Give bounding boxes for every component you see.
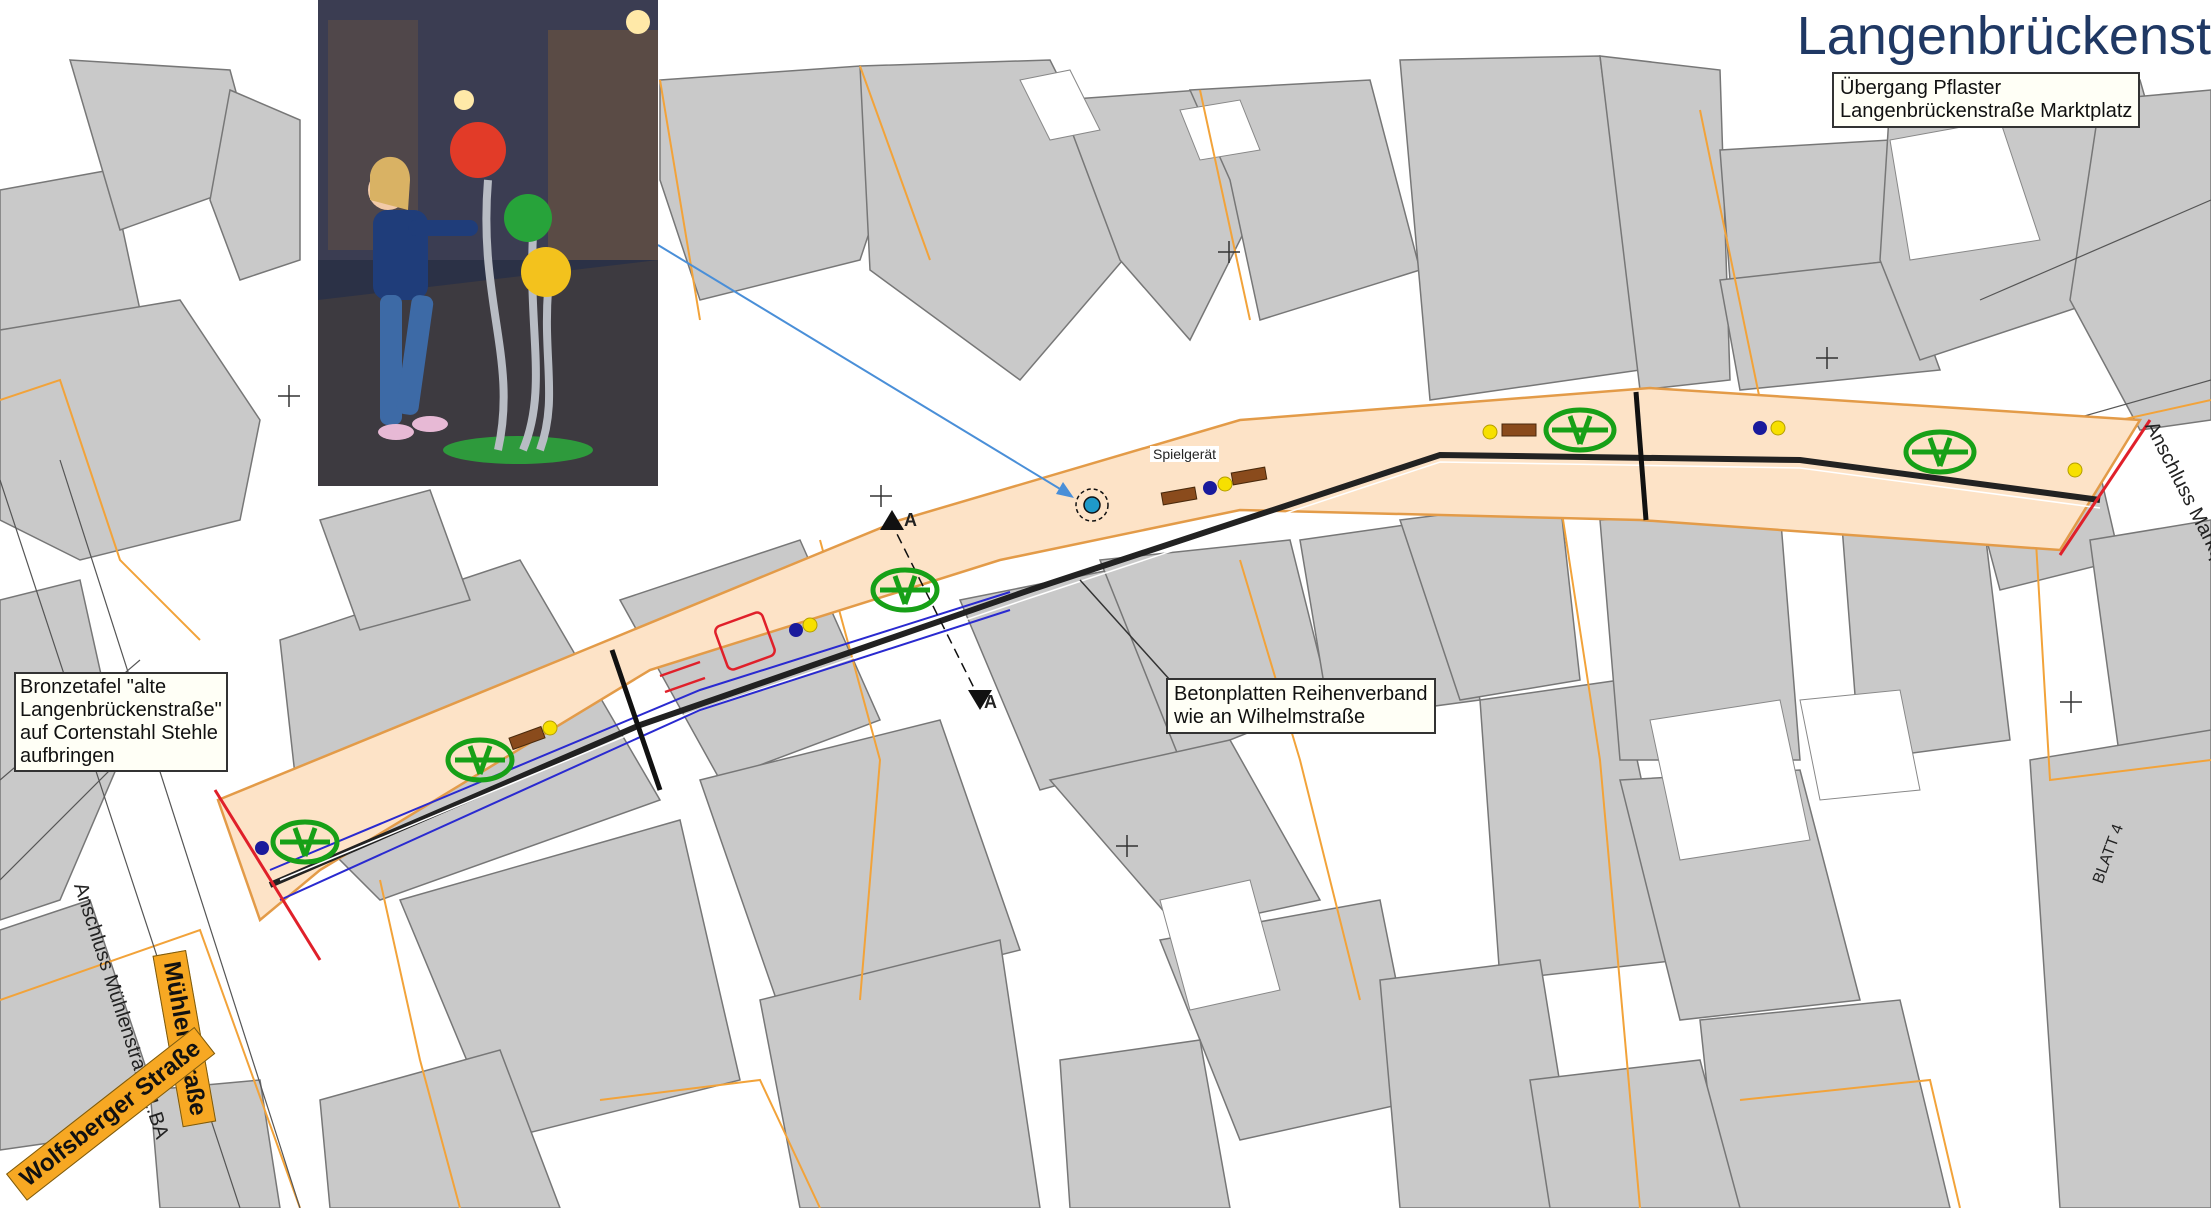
playground-photo xyxy=(318,0,658,486)
section-a-label-bottom: A xyxy=(984,692,997,712)
tree-icons xyxy=(270,407,1977,865)
north-cross-icon xyxy=(1218,241,1240,263)
page-title: Langenbrückenst xyxy=(1796,6,2211,66)
tree-icon xyxy=(870,567,940,613)
bench-icon xyxy=(1160,486,1198,506)
lamp-icons xyxy=(255,420,2083,855)
lamp-icon xyxy=(542,720,558,736)
paving-leader xyxy=(1079,579,1171,681)
note-line: wie an Wilhelmstraße xyxy=(1174,706,1366,728)
bench-icons xyxy=(508,423,1537,751)
north-cross-icon xyxy=(1116,835,1138,857)
north-cross-icon xyxy=(870,485,892,507)
note-concrete-slabs: Betonplatten Reihenverband wie an Wilhel… xyxy=(1166,678,1436,734)
north-cross-icon xyxy=(278,385,300,407)
note-line: Langenbrückenstraße Marktplatz xyxy=(1840,100,2133,122)
lamp-icon xyxy=(802,617,818,633)
courtyards xyxy=(1019,69,2041,1011)
section-a-label-top: A xyxy=(904,510,917,530)
note-line: Bronzetafel "alte xyxy=(20,676,167,698)
lamp-icon xyxy=(1217,476,1233,492)
north-cross-icon xyxy=(2060,691,2082,713)
playground-marker xyxy=(1075,488,1109,522)
bench-icon xyxy=(508,725,546,751)
tree-icon xyxy=(1543,407,1617,453)
callout-arrow xyxy=(657,244,1074,498)
bench-icon xyxy=(1501,423,1537,437)
note-line: aufbringen xyxy=(20,745,115,767)
north-cross-icon xyxy=(1816,347,1838,369)
tree-icon xyxy=(1903,429,1977,475)
note-bronze-plaque: Bronzetafel "alte Langenbrückenstraße" a… xyxy=(14,672,228,772)
lamp-icon xyxy=(1770,420,1786,436)
playground-label: Spielgerät xyxy=(1150,446,1220,462)
note-line: Langenbrückenstraße" xyxy=(20,699,222,721)
lamp-icon xyxy=(2067,462,2083,478)
note-line: Betonplatten Reihenverband xyxy=(1174,683,1428,705)
bench-icon xyxy=(1230,466,1268,486)
tree-icon xyxy=(445,737,515,783)
note-line: Übergang Pflaster xyxy=(1840,77,2002,99)
note-transition-paving: Übergang Pflaster Langenbrückenstraße Ma… xyxy=(1832,72,2141,128)
note-line: auf Cortenstahl Stehle xyxy=(20,722,218,744)
tree-icon xyxy=(270,819,340,865)
north-cross-icons xyxy=(278,241,2082,857)
lamp-icon xyxy=(1482,424,1498,440)
street-surface xyxy=(213,386,2152,961)
vehicle-outline xyxy=(659,611,776,694)
